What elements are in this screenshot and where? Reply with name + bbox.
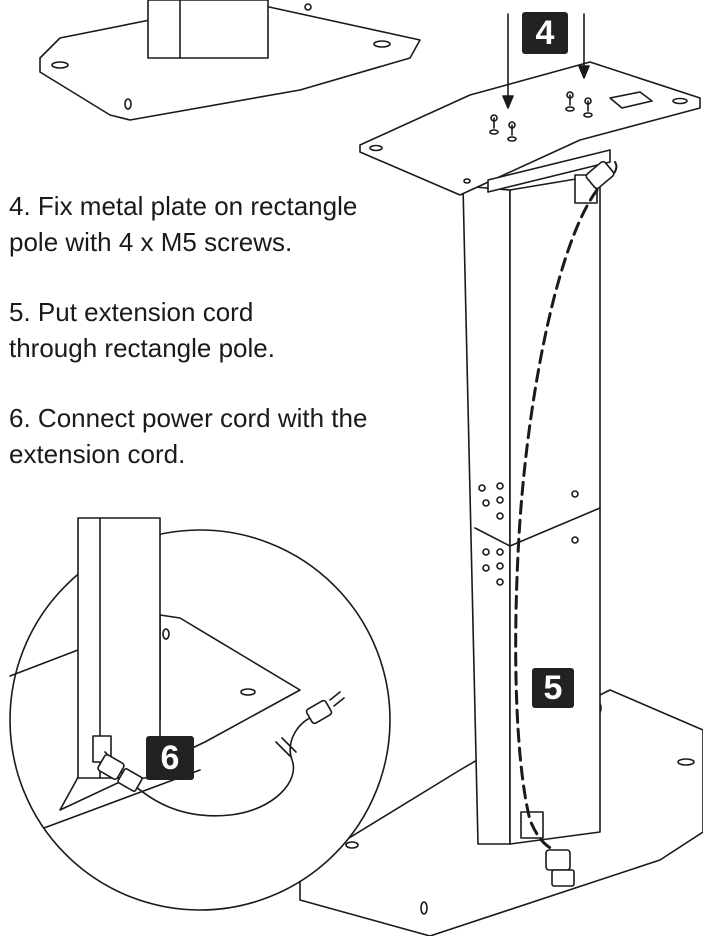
- step-5-line-1-text: Put extension cord: [37, 297, 254, 327]
- step-6-number: 6.: [9, 403, 31, 433]
- rectangle-pole: [462, 174, 601, 845]
- step-4-line-1-text: Fix metal plate on rectangle: [37, 191, 358, 221]
- detail-circle: [9, 517, 391, 911]
- base-plate-top-left: [39, 0, 421, 121]
- step-5-text: 5. Put extension cord through rectangle …: [9, 294, 429, 366]
- step-5-line-1: 5. Put extension cord: [9, 294, 429, 330]
- step-4-text: 4. Fix metal plate on rectangle pole wit…: [9, 188, 429, 260]
- step-4-line-1: 4. Fix metal plate on rectangle: [9, 188, 429, 224]
- step-6-text: 6. Connect power cord with the extension…: [9, 400, 429, 472]
- instructions: 4. Fix metal plate on rectangle pole wit…: [9, 188, 429, 506]
- callout-badge-6: 6: [146, 736, 194, 780]
- callout-badge-5: 5: [532, 668, 574, 708]
- extension-cord: [514, 160, 618, 887]
- callout-badge-4: 4: [522, 12, 568, 54]
- step-5-line-2: through rectangle pole.: [9, 333, 275, 363]
- step-6-line-1-text: Connect power cord with the: [37, 403, 368, 433]
- metal-plate: [359, 61, 701, 196]
- step-6-line-1: 6. Connect power cord with the: [9, 400, 429, 436]
- step-5-number: 5.: [9, 297, 31, 327]
- step-6-line-2: extension cord.: [9, 439, 186, 469]
- step-4-number: 4.: [9, 191, 31, 221]
- screw-arrows: [502, 13, 590, 109]
- step-4-line-2: pole with 4 x M5 screws.: [9, 227, 293, 257]
